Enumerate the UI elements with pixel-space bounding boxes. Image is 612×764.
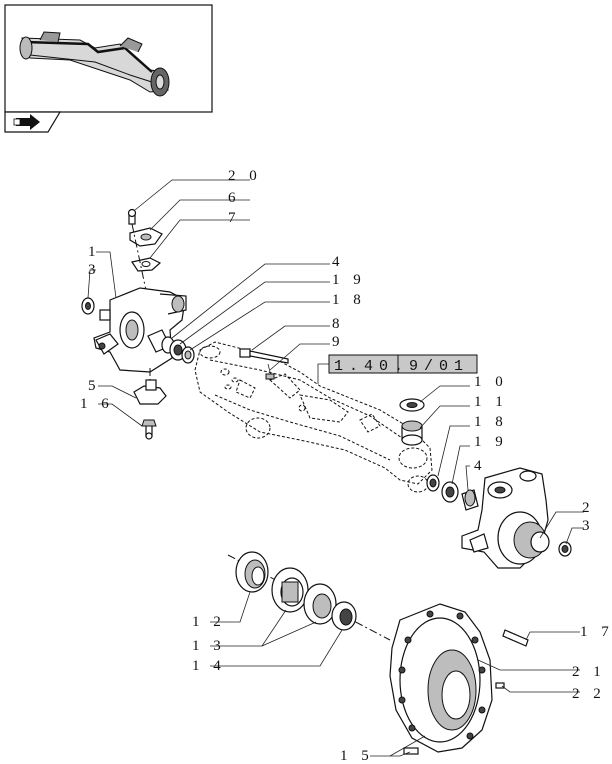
- callout-2: 2: [582, 500, 595, 516]
- wheel-hub: [389, 603, 529, 755]
- bolt-and-pin: [239, 348, 289, 381]
- kingpin-assembly-right: [399, 398, 479, 511]
- callout-19: 1 9: [332, 272, 366, 288]
- axle-beam-housing: [194, 341, 433, 493]
- leader-lines: [87, 179, 584, 757]
- hub-bearings: [227, 551, 391, 641]
- steering-knuckle-right: [461, 467, 572, 569]
- callout-3: 3: [88, 262, 101, 278]
- next-page-arrow-icon[interactable]: [13, 114, 40, 130]
- callout-20: 2 0: [228, 168, 262, 184]
- callout-13: 1 3: [192, 638, 226, 654]
- callout-22: 2 2: [572, 686, 606, 702]
- callout-8: 8: [332, 316, 345, 332]
- callout-labels: 2 0 6 7 1 3 4 1 9 1 8 8 9 5 1 6 1 0 1 1 …: [80, 168, 612, 764]
- callout-17: 1 7: [580, 624, 612, 640]
- callout-19b: 1 9: [474, 434, 508, 450]
- callout-9: 9: [332, 334, 345, 350]
- callout-4: 4: [332, 254, 345, 270]
- callout-1: 1: [88, 244, 101, 260]
- callout-14: 1 4: [192, 658, 226, 674]
- callout-7: 7: [228, 210, 241, 226]
- callout-10: 1 0: [474, 374, 508, 390]
- callout-5: 5: [88, 378, 101, 394]
- callout-4b: 4: [474, 458, 487, 474]
- reference-code: 1.40.9/01: [334, 358, 469, 375]
- callout-21: 2 1: [572, 664, 606, 680]
- callout-6: 6: [228, 190, 241, 206]
- callout-18b: 1 8: [474, 414, 508, 430]
- callout-15: 1 5: [340, 748, 374, 764]
- callout-11: 1 1: [474, 394, 508, 410]
- kingpin-assembly-upper: [81, 208, 195, 440]
- callout-16: 1 6: [80, 396, 114, 412]
- overview-thumbnail: [4, 4, 213, 113]
- reference-box[interactable]: 1.40.9/01: [328, 354, 478, 375]
- callout-18: 1 8: [332, 292, 366, 308]
- callout-3b: 3: [582, 518, 595, 534]
- callout-12: 1 2: [192, 614, 226, 630]
- navigation-tab[interactable]: [4, 111, 62, 133]
